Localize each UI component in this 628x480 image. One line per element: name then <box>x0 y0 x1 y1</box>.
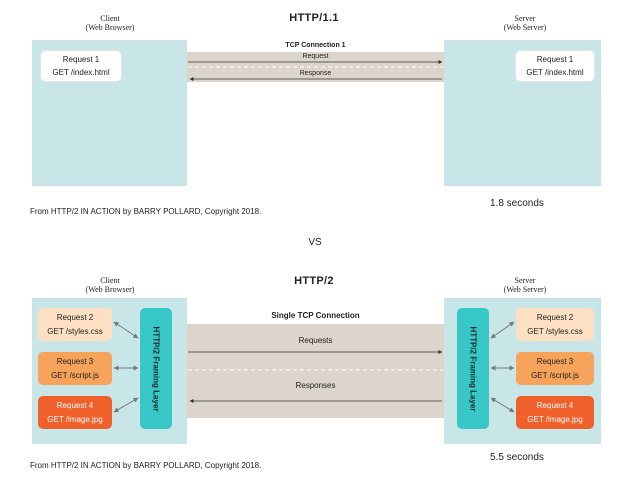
http2-client-request-4-name: Request 4 <box>56 401 94 410</box>
http1-response-label: Response <box>299 70 332 77</box>
http1-request-label: Request <box>302 53 329 60</box>
http2-server-request-4-path: GET /image.jpg <box>527 415 583 424</box>
http1-client-label: Client (Web Browser) <box>40 14 180 32</box>
http1-client-label-line2: (Web Browser) <box>85 23 135 32</box>
http2-client-request-2-path: GET /styles.css <box>47 327 103 336</box>
http1-server-request-path: GET /index.html <box>526 68 584 77</box>
http2-server-label: Server (Web Server) <box>450 276 600 294</box>
http1-caption: From HTTP/2 IN ACTION by BARRY POLLARD, … <box>30 207 262 216</box>
http2-client-request-3-path: GET /script.js <box>51 371 99 380</box>
http1-server-request-card: Request 1 GET /index.html <box>515 50 595 82</box>
http2-client-request-2-name: Request 2 <box>56 313 94 322</box>
vs-label: VS <box>308 237 322 248</box>
http2-client-label-line2: (Web Browser) <box>85 285 135 294</box>
http1-client-request-name: Request 1 <box>62 55 100 64</box>
http2-client-label: Client (Web Browser) <box>40 276 180 294</box>
http2-server-request-3-path: GET /script.js <box>531 371 579 380</box>
http1-client-request-card: Request 1 GET /index.html <box>40 50 122 82</box>
http2-client-request-2-card: Request 2 GET /styles.css <box>38 308 112 341</box>
http1-server-label-line1: Server <box>514 14 536 23</box>
http1-time: 1.8 seconds <box>490 198 544 209</box>
client-request-4-link <box>113 397 139 413</box>
http1-title: HTTP/1.1 <box>289 12 339 24</box>
http2-server-request-2-card: Request 2 GET /styles.css <box>516 308 594 341</box>
http2-client-framing-layer: HTTP/2 Framing Layer <box>140 308 172 429</box>
http1-server-label: Server (Web Server) <box>450 14 600 32</box>
http2-server-request-3-card: Request 3 GET /script.js <box>516 352 594 385</box>
http2-responses-label: Responses <box>295 381 336 390</box>
client-request-2-link <box>113 321 139 339</box>
http2-server-label-line1: Server <box>514 276 536 285</box>
http2-client-request-4-path: GET /image.jpg <box>47 415 103 424</box>
http2-tcp-connection <box>187 324 444 418</box>
http1-client-request-path: GET /index.html <box>52 68 110 77</box>
http2-client-label-line1: Client <box>100 276 120 285</box>
http2-title: HTTP/2 <box>294 275 334 287</box>
http2-connection-label: Single TCP Connection <box>271 311 360 320</box>
http2-client-request-4-card: Request 4 GET /image.jpg <box>38 396 112 429</box>
http2-server-request-4-name: Request 4 <box>536 401 574 410</box>
http2-server-framing-layer: HTTP/2 Framing Layer <box>457 308 489 429</box>
server-request-4-link <box>490 397 515 413</box>
http2-server-request-2-path: GET /styles.css <box>527 327 583 336</box>
http2-requests-label: Requests <box>298 336 333 345</box>
http1-server-request-name: Request 1 <box>536 55 574 64</box>
server-request-2-link <box>490 321 515 339</box>
http1-client-label-line1: Client <box>100 14 120 23</box>
http2-time: 5.5 seconds <box>490 452 544 463</box>
http2-server-request-2-name: Request 2 <box>536 313 574 322</box>
http2-server-request-3-name: Request 3 <box>536 357 574 366</box>
http2-server-label-line2: (Web Server) <box>503 285 547 294</box>
http1-server-label-line2: (Web Server) <box>503 23 547 32</box>
http2-client-request-3-name: Request 3 <box>56 357 94 366</box>
http2-client-request-3-card: Request 3 GET /script.js <box>38 352 112 385</box>
http1-connection-label: TCP Connection 1 <box>285 42 346 49</box>
http2-server-request-4-card: Request 4 GET /image.jpg <box>516 396 594 429</box>
http2-caption: From HTTP/2 IN ACTION by BARRY POLLARD, … <box>30 461 262 470</box>
